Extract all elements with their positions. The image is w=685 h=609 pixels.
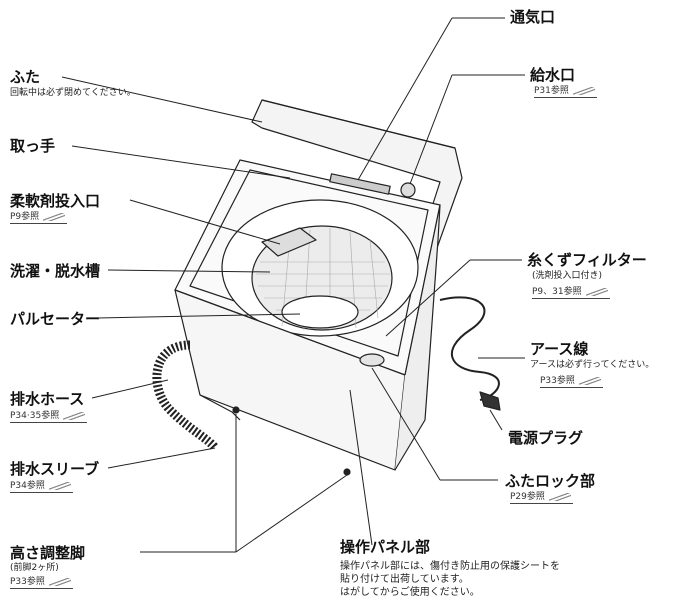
ref-earth-wire: P33参照 [540,376,603,388]
label-lid: ふた [10,68,41,86]
power-cord [439,296,500,401]
label-lint-filter: 糸くずフィルター [527,251,647,269]
label-earth-wire: アース線 [530,340,589,358]
ref-lid-lock: P29参照 [510,492,573,504]
label-control-panel: 操作パネル部 [340,538,431,556]
water-inlet [400,182,416,198]
plug [479,391,501,411]
label-pulsator: パルセーター [10,310,101,328]
pulsator [281,295,359,329]
note-earth-wire: アースは必ず行ってください。 [530,360,655,370]
note-control-panel-2: 貼り付けて出荷しています。 [340,574,469,585]
note-lint-filter: (洗剤投入口付き) [532,271,603,281]
ref-drain-sleeve: P34参照 [10,481,73,493]
note-lid: 回転中は必ず閉めてください。 [10,88,136,98]
label-drain-hose: 排水ホース [10,390,85,408]
label-softener-inlet: 柔軟剤投入口 [10,192,101,210]
note-leveling-feet: (前脚2ヶ所) [10,563,59,573]
softener-inlet [261,227,317,257]
note-control-panel-3: はがしてからご使用ください。 [340,587,480,598]
drain-hose [152,340,219,451]
ref-lint-filter: P9、31参照 [532,287,610,299]
ref-softener: P9参照 [10,212,68,224]
note-control-panel-1: 操作パネル部には、傷付き防止用の保護シートを [340,561,560,572]
label-drain-sleeve: 排水スリーブ [10,460,100,478]
ref-water-inlet: P31参照 [534,86,597,98]
vent [329,173,391,195]
label-vent: 通気口 [510,8,556,26]
ref-leveling-feet: P33参照 [10,577,73,589]
label-leveling-feet: 高さ調整脚 [10,544,86,562]
label-lid-lock: ふたロック部 [505,472,596,490]
label-wash-tub: 洗濯・脱水槽 [10,262,101,280]
control-panel [359,353,385,367]
label-handle: 取っ手 [10,137,56,155]
label-water-inlet: 給水口 [530,66,576,84]
ref-drain-hose: P34·35参照 [10,411,88,423]
label-power-plug: 電源プラグ [508,429,584,447]
